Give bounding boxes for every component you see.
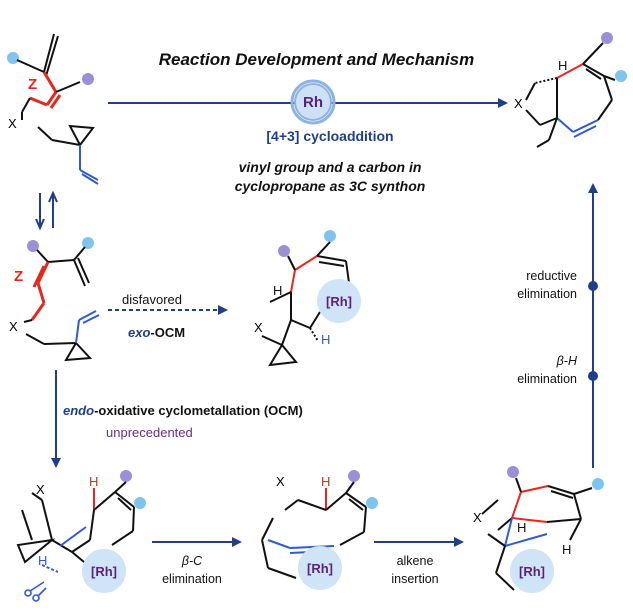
rh-catalyst-badge: Rh [294,83,332,121]
endo-suffix: -oxidative cyclometallation (OCM) [94,403,303,418]
exo-suffix: -OCM [150,325,186,340]
step-dot [588,281,598,291]
unprecedented-label: unprecedented [106,425,193,440]
disfavored-label: disfavored [122,292,182,307]
alkene-insertion-label: alkene insertion [375,552,455,588]
substituent-dot [278,245,290,257]
z-label: Z [28,76,38,93]
substituent-dot [134,497,146,509]
h-atom-label: H [321,332,331,347]
scissors-icon [24,581,47,602]
synthon-line-1: vinyl group and a carbon in [238,159,422,175]
substituent-dot [348,470,360,482]
conformer [23,237,100,362]
rh-metal-label: [Rh] [82,549,126,593]
substituent-dot [601,32,613,44]
x-atom-label: X [9,319,18,334]
substituent-dot [27,240,39,252]
endo-ocm-label: endo-oxidative cyclometallation (OCM) [63,403,303,418]
x-atom-label: X [514,96,523,111]
starting-material [7,33,99,185]
h-atom-label: H [517,520,527,535]
equilibrium-arrows [35,190,58,231]
catalytic-cycle-ring [290,79,336,125]
substituent-dot [7,52,19,64]
reductive-line-2: elimination [517,287,577,301]
beta-h-line-1: β-H [556,354,577,368]
x-atom-label: X [473,510,482,525]
exo-ocm-label: exo-OCM [128,325,185,340]
x-atom-label: X [254,320,263,335]
x-atom-label: X [276,474,285,489]
substituent-dot [82,237,94,249]
scheme-title: Reaction Development and Mechanism [158,50,475,69]
substituent-dot [120,470,132,482]
alkene-line-2: insertion [391,572,439,586]
beta-c-elimination-label: β-C elimination [147,552,237,588]
substituent-dot [82,73,94,85]
beta-c-line-2: elimination [162,572,222,586]
x-atom-label: X [36,482,45,497]
cycloaddition-label: [4+3] cycloaddition [266,128,394,144]
rh-metal-label: [Rh] [317,279,361,323]
alkene-line-1: alkene [396,554,434,568]
substituent-dot [507,466,519,478]
beta-c-line-1: β-C [181,554,203,568]
endo-prefix: endo [63,403,95,418]
reductive-elimination-label: reductive elimination [505,267,577,303]
beta-h-line-2: elimination [517,372,577,386]
h-atom-label: H [321,474,331,489]
z-label: Z [14,268,24,285]
h-atom-label: H [562,542,572,557]
substituent-dot [366,497,378,509]
h-atom-label: H [273,283,283,298]
substituent-dot [615,70,627,82]
product [525,32,627,148]
x-atom-label: X [8,116,17,131]
beta-h-elimination-label: β-H elimination [505,352,577,388]
reductive-line-1: reductive [526,269,577,283]
step-dot [588,371,598,381]
rh-metal-label: [Rh] [510,549,554,593]
synthon-line-2: cyclopropane as 3C synthon [234,178,426,194]
exo-prefix: exo [128,325,151,340]
substituent-dot [324,230,336,242]
substituent-dot [592,478,604,490]
h-atom-label: H [38,553,48,568]
h-atom-label: H [558,58,568,73]
rh-metal-label: [Rh] [298,546,342,590]
synthon-description: vinyl group and a carbon in cyclopropane… [170,158,490,196]
h-atom-label: H [89,474,99,489]
